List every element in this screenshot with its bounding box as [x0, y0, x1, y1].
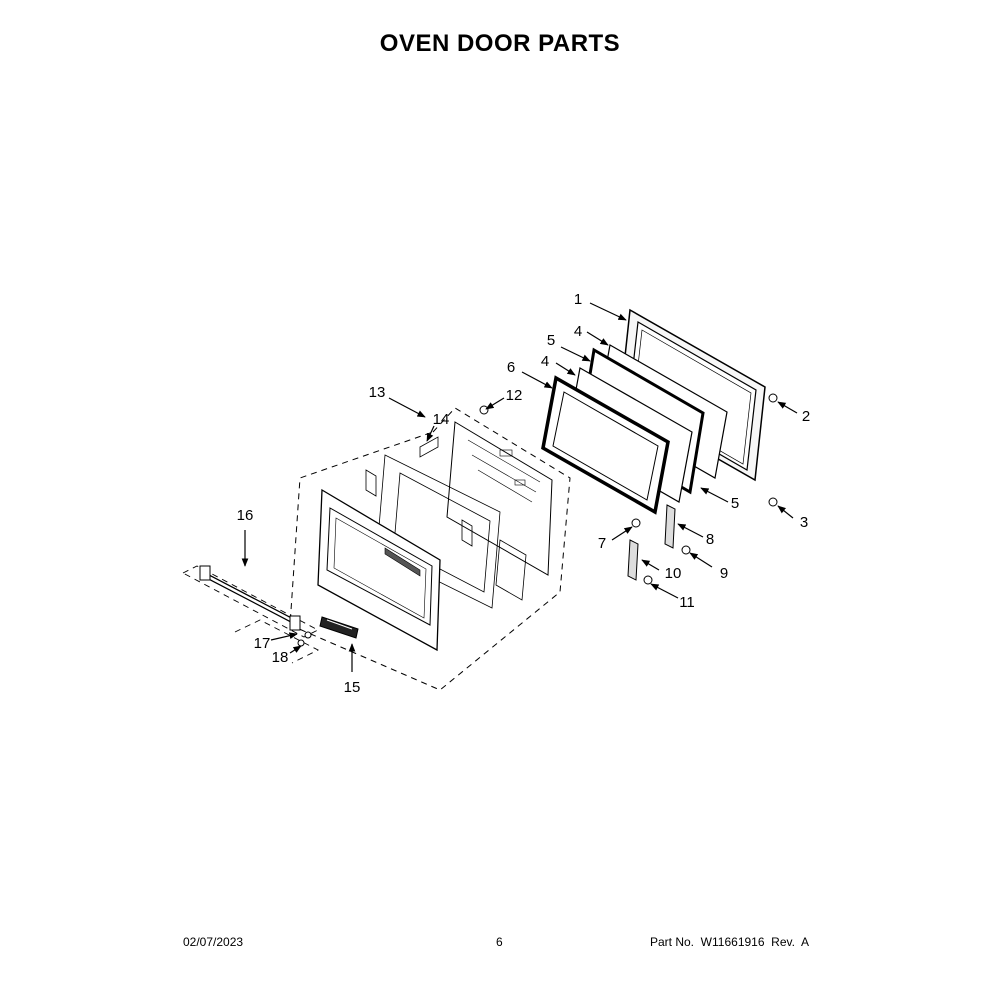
- outer-door-panel: [317, 488, 441, 652]
- callout-13: 13: [369, 384, 386, 401]
- callout-16: 16: [237, 507, 254, 524]
- door-inner-panes: [365, 454, 527, 609]
- callout-5-lower: 5: [731, 495, 739, 512]
- footer-part-number: Part No. W11661916 Rev. A: [650, 935, 809, 949]
- callout-4-upper: 4: [574, 323, 582, 340]
- callout-15: 15: [344, 679, 361, 696]
- leader-arrows: [241, 302, 798, 672]
- callout-7: 7: [598, 535, 606, 552]
- page-title: OVEN DOOR PARTS: [379, 30, 621, 57]
- footer-page-number: 6: [496, 935, 503, 949]
- callout-10: 10: [665, 565, 682, 582]
- callout-9: 9: [720, 565, 728, 582]
- door-badge: [319, 616, 359, 639]
- callout-12: 12: [506, 387, 523, 404]
- callout-6: 6: [507, 359, 515, 376]
- callout-18: 18: [272, 649, 289, 666]
- callout-11: 11: [679, 594, 695, 611]
- callout-4-lower: 4: [541, 353, 549, 370]
- callout-numbers: 1 4 5 4 6 2 3 5 12 13 14 7 8 9 10 11 16 …: [237, 291, 811, 696]
- door-hinges: [627, 504, 676, 581]
- door-liner-panel: [419, 421, 553, 576]
- callout-8: 8: [706, 531, 714, 548]
- callout-2: 2: [802, 408, 810, 425]
- inner-glass-frame: [541, 375, 670, 515]
- callout-5-upper: 5: [547, 332, 555, 349]
- callout-3: 3: [800, 514, 808, 531]
- callout-1: 1: [574, 291, 582, 308]
- callout-14: 14: [433, 411, 450, 428]
- callout-17: 17: [254, 635, 271, 652]
- footer-date: 02/07/2023: [183, 935, 244, 949]
